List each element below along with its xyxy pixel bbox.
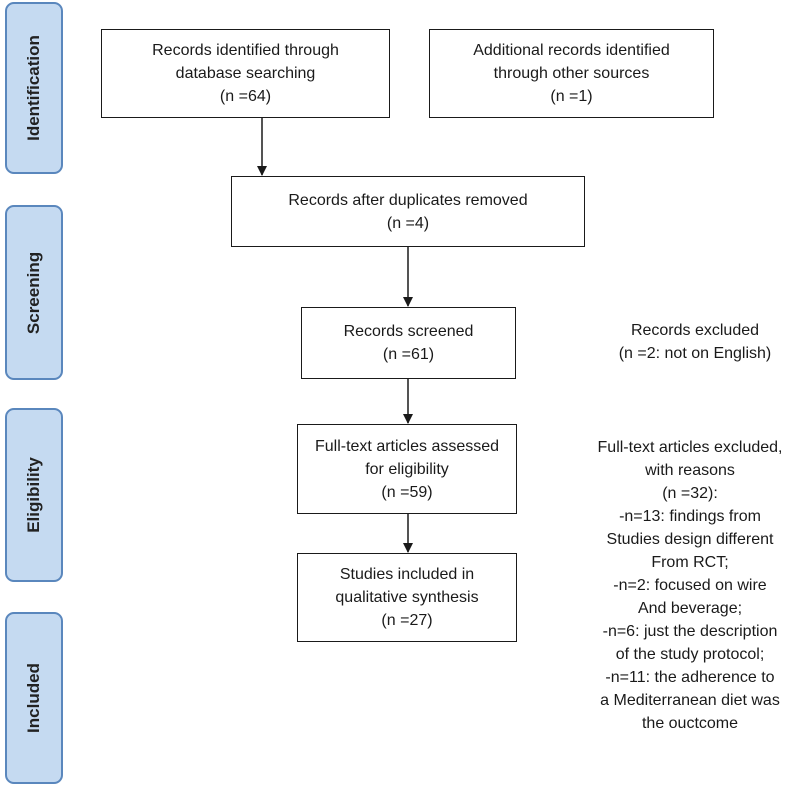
phase-identification: Identification [5, 2, 63, 174]
box-count: (n =59) [381, 483, 433, 501]
note-reason-line: -n=6: just the description [602, 623, 778, 640]
box-records-identified-database: Records identified through database sear… [101, 29, 390, 118]
phase-included: Included [5, 612, 63, 784]
box-studies-included: Studies included in qualitative synthesi… [297, 553, 517, 642]
box-additional-records-other-sources: Additional records identified through ot… [429, 29, 714, 118]
phase-eligibility: Eligibility [5, 408, 63, 582]
box-count: (n =1) [550, 88, 593, 105]
note-records-excluded: Records excluded (n =2: not on English) [590, 319, 800, 365]
note-fulltext-excluded: Full-text articles excluded, with reason… [580, 436, 800, 735]
box-full-text-assessed: Full-text articles assessed for eligibil… [297, 424, 517, 514]
box-text-line: database searching [175, 65, 316, 82]
box-count: (n =64) [219, 88, 272, 105]
note-reason-line: -n=13: findings from [619, 508, 761, 525]
box-text-line: qualitative synthesis [335, 589, 479, 606]
note-reason-line: And beverage; [637, 600, 743, 617]
box-count: (n =61) [382, 346, 435, 363]
note-reason-line: of the study protocol; [615, 646, 765, 663]
box-text-line: through other sources [493, 65, 650, 82]
box-text-line: Records after duplicates removed [288, 191, 528, 209]
note-count: (n =32): [662, 485, 718, 502]
box-text-line: Records identified through [152, 42, 339, 59]
box-count: (n =4) [386, 214, 430, 232]
note-reason-line: -n=11: the adherence to [605, 669, 775, 686]
box-records-screened: Records screened (n =61) [301, 307, 516, 379]
box-text-line: Additional records identified [473, 42, 670, 59]
note-count: (n =2: not on English) [618, 345, 772, 362]
phase-screening: Screening [5, 205, 63, 380]
box-text-line: Records screened [343, 323, 474, 340]
note-reason-line: Studies design different [606, 531, 774, 548]
box-text-line: Full-text articles assessed [314, 437, 500, 455]
note-reason-line: a Mediterranean diet was [600, 692, 780, 709]
box-text-line: for eligibility [365, 460, 449, 478]
box-text-line: Studies included in [339, 566, 475, 583]
note-reason-line: From RCT; [651, 554, 729, 571]
box-records-after-duplicates-removed: Records after duplicates removed (n =4) [231, 176, 585, 247]
note-text-line: Records excluded [630, 322, 760, 339]
note-text-line: with reasons [645, 462, 735, 479]
note-reason-line: -n=2: focused on wire [613, 577, 767, 594]
box-count: (n =27) [381, 612, 433, 629]
note-reason-line: the ouctcome [641, 715, 739, 732]
note-text-line: Full-text articles excluded, [597, 439, 783, 456]
